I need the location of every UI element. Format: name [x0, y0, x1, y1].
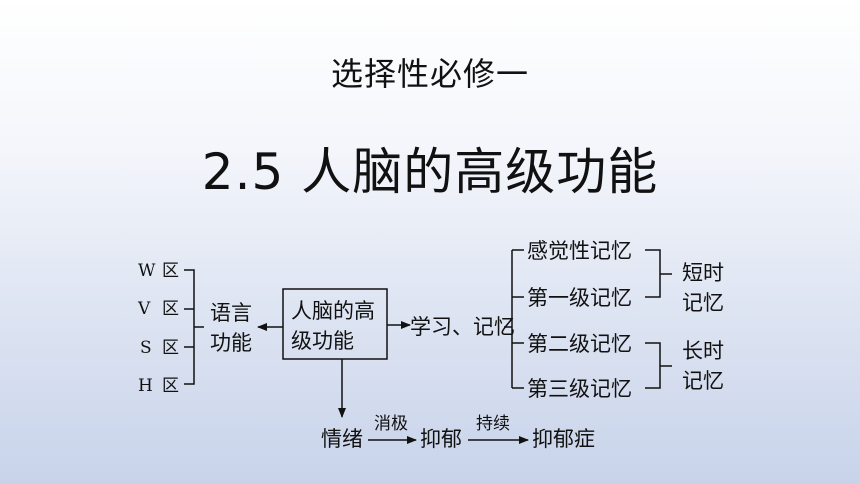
speech-area-s: S 区 — [140, 338, 179, 358]
area-suffix: 区 — [162, 261, 179, 281]
memory-bracket — [504, 249, 524, 389]
area-letter: V — [137, 299, 151, 319]
long-term-label-line1: 长时 — [682, 339, 724, 363]
speech-area-w: W 区 — [138, 261, 179, 281]
page-title: 2.5 人脑的高级功能 — [201, 143, 659, 201]
long-term-label-line2: 记忆 — [682, 369, 724, 393]
center-box-line1: 人脑的高 — [291, 299, 375, 323]
center-box-line2: 级功能 — [291, 329, 354, 353]
learning-memory-label: 学习、记忆 — [410, 315, 515, 339]
arrow1-label: 消极 — [374, 414, 408, 434]
speech-area-h: H 区 — [138, 376, 179, 396]
center-box — [282, 288, 388, 360]
area-suffix: 区 — [162, 338, 179, 358]
depression-label: 抑郁 — [420, 427, 462, 451]
area-suffix: 区 — [162, 299, 179, 319]
depressive-disorder-label: 抑郁症 — [532, 427, 595, 451]
memory-type-tertiary: 第三级记忆 — [527, 377, 632, 401]
area-letter: S — [140, 338, 152, 358]
speech-area-v: V 区 — [137, 299, 179, 319]
short-term-label-line2: 记忆 — [682, 291, 724, 315]
short-term-bracket — [645, 249, 672, 298]
arrow2-label: 持续 — [476, 414, 510, 434]
memory-type-sensory: 感觉性记忆 — [527, 239, 632, 263]
memory-type-primary: 第一级记忆 — [527, 286, 632, 310]
subtitle: 选择性必修一 — [330, 55, 529, 93]
short-term-label-line1: 短时 — [682, 261, 724, 285]
speech-area-bracket — [184, 269, 204, 385]
language-function-label-line1: 语言 — [210, 301, 252, 325]
long-term-bracket — [645, 342, 672, 389]
memory-type-secondary: 第二级记忆 — [527, 332, 632, 356]
language-function-label-line2: 功能 — [210, 331, 252, 355]
emotion-label: 情绪 — [321, 427, 363, 451]
area-suffix: 区 — [162, 376, 179, 396]
area-letter: H — [138, 376, 153, 396]
area-letter: W — [138, 261, 156, 281]
